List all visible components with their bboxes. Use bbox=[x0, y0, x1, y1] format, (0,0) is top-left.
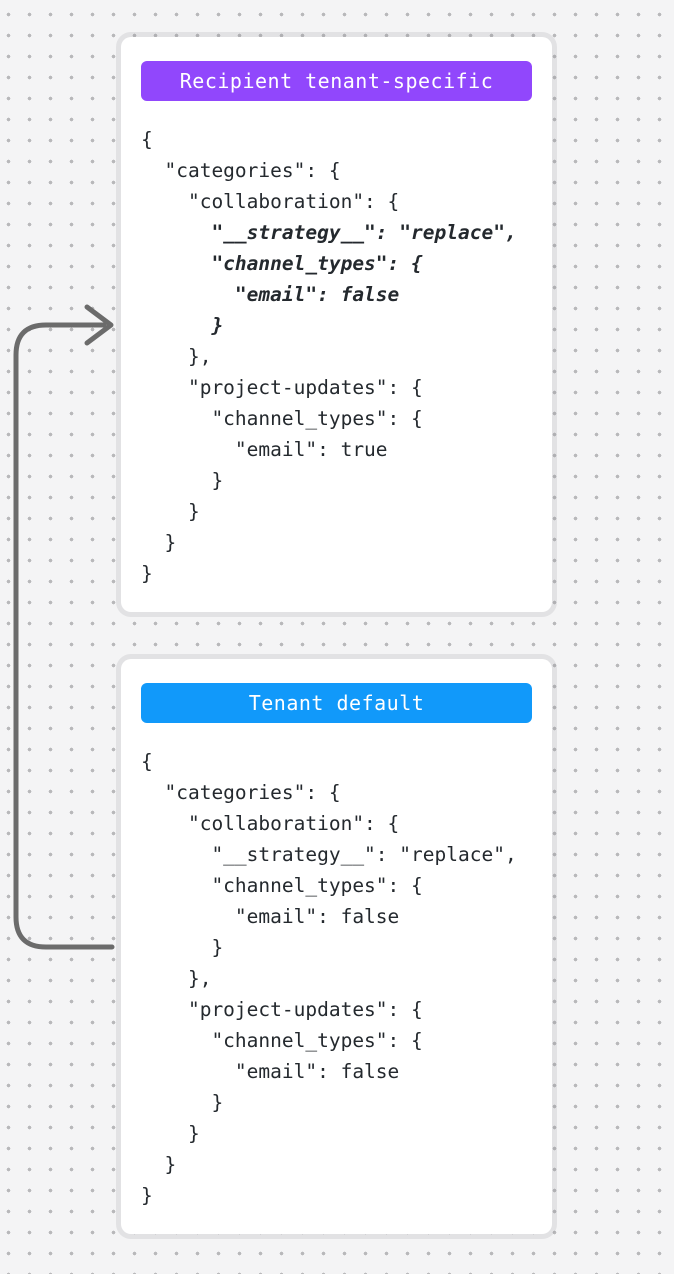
code-line: "channel_types": { bbox=[141, 1029, 423, 1052]
code-line: "project-updates": { bbox=[141, 376, 423, 399]
code-line: "project-updates": { bbox=[141, 998, 423, 1021]
code-line: "email": false bbox=[141, 1060, 400, 1083]
code-line: "channel_types": { bbox=[141, 252, 423, 275]
code-line: "email": false bbox=[141, 283, 400, 306]
code-line: } bbox=[141, 500, 200, 523]
card-recipient-tenant-specific: Recipient tenant-specific { "categories"… bbox=[121, 37, 552, 612]
flow-arrow-shaft bbox=[13, 322, 115, 950]
badge-recipient-tenant-specific: Recipient tenant-specific bbox=[141, 61, 532, 101]
code-line: "collaboration": { bbox=[141, 812, 400, 835]
code-line: } bbox=[141, 469, 224, 492]
code-line: } bbox=[141, 1122, 200, 1145]
code-line: "collaboration": { bbox=[141, 190, 400, 213]
code-line: { bbox=[141, 750, 153, 773]
code-line: "__strategy__": "replace", bbox=[141, 221, 517, 244]
code-block: { "categories": { "collaboration": { "__… bbox=[141, 746, 532, 1211]
code-line: } bbox=[141, 531, 177, 554]
code-block: { "categories": { "collaboration": { "__… bbox=[141, 124, 532, 589]
flow-arrow-head bbox=[84, 304, 114, 346]
code-line: } bbox=[141, 314, 224, 337]
code-line: "__strategy__": "replace", bbox=[141, 843, 517, 866]
code-line: } bbox=[141, 1153, 177, 1176]
code-line: { bbox=[141, 128, 153, 151]
badge-tenant-default: Tenant default bbox=[141, 683, 532, 723]
code-line: } bbox=[141, 936, 224, 959]
code-line: "categories": { bbox=[141, 159, 341, 182]
code-line: } bbox=[141, 1091, 224, 1114]
code-line: }, bbox=[141, 345, 212, 368]
code-line: "categories": { bbox=[141, 781, 341, 804]
code-line: } bbox=[141, 1184, 153, 1207]
code-line: "channel_types": { bbox=[141, 874, 423, 897]
code-line: "email": true bbox=[141, 438, 388, 461]
code-line: }, bbox=[141, 967, 212, 990]
code-line: "channel_types": { bbox=[141, 407, 423, 430]
code-line: "email": false bbox=[141, 905, 400, 928]
code-line: } bbox=[141, 562, 153, 585]
card-tenant-default: Tenant default { "categories": { "collab… bbox=[121, 659, 552, 1234]
